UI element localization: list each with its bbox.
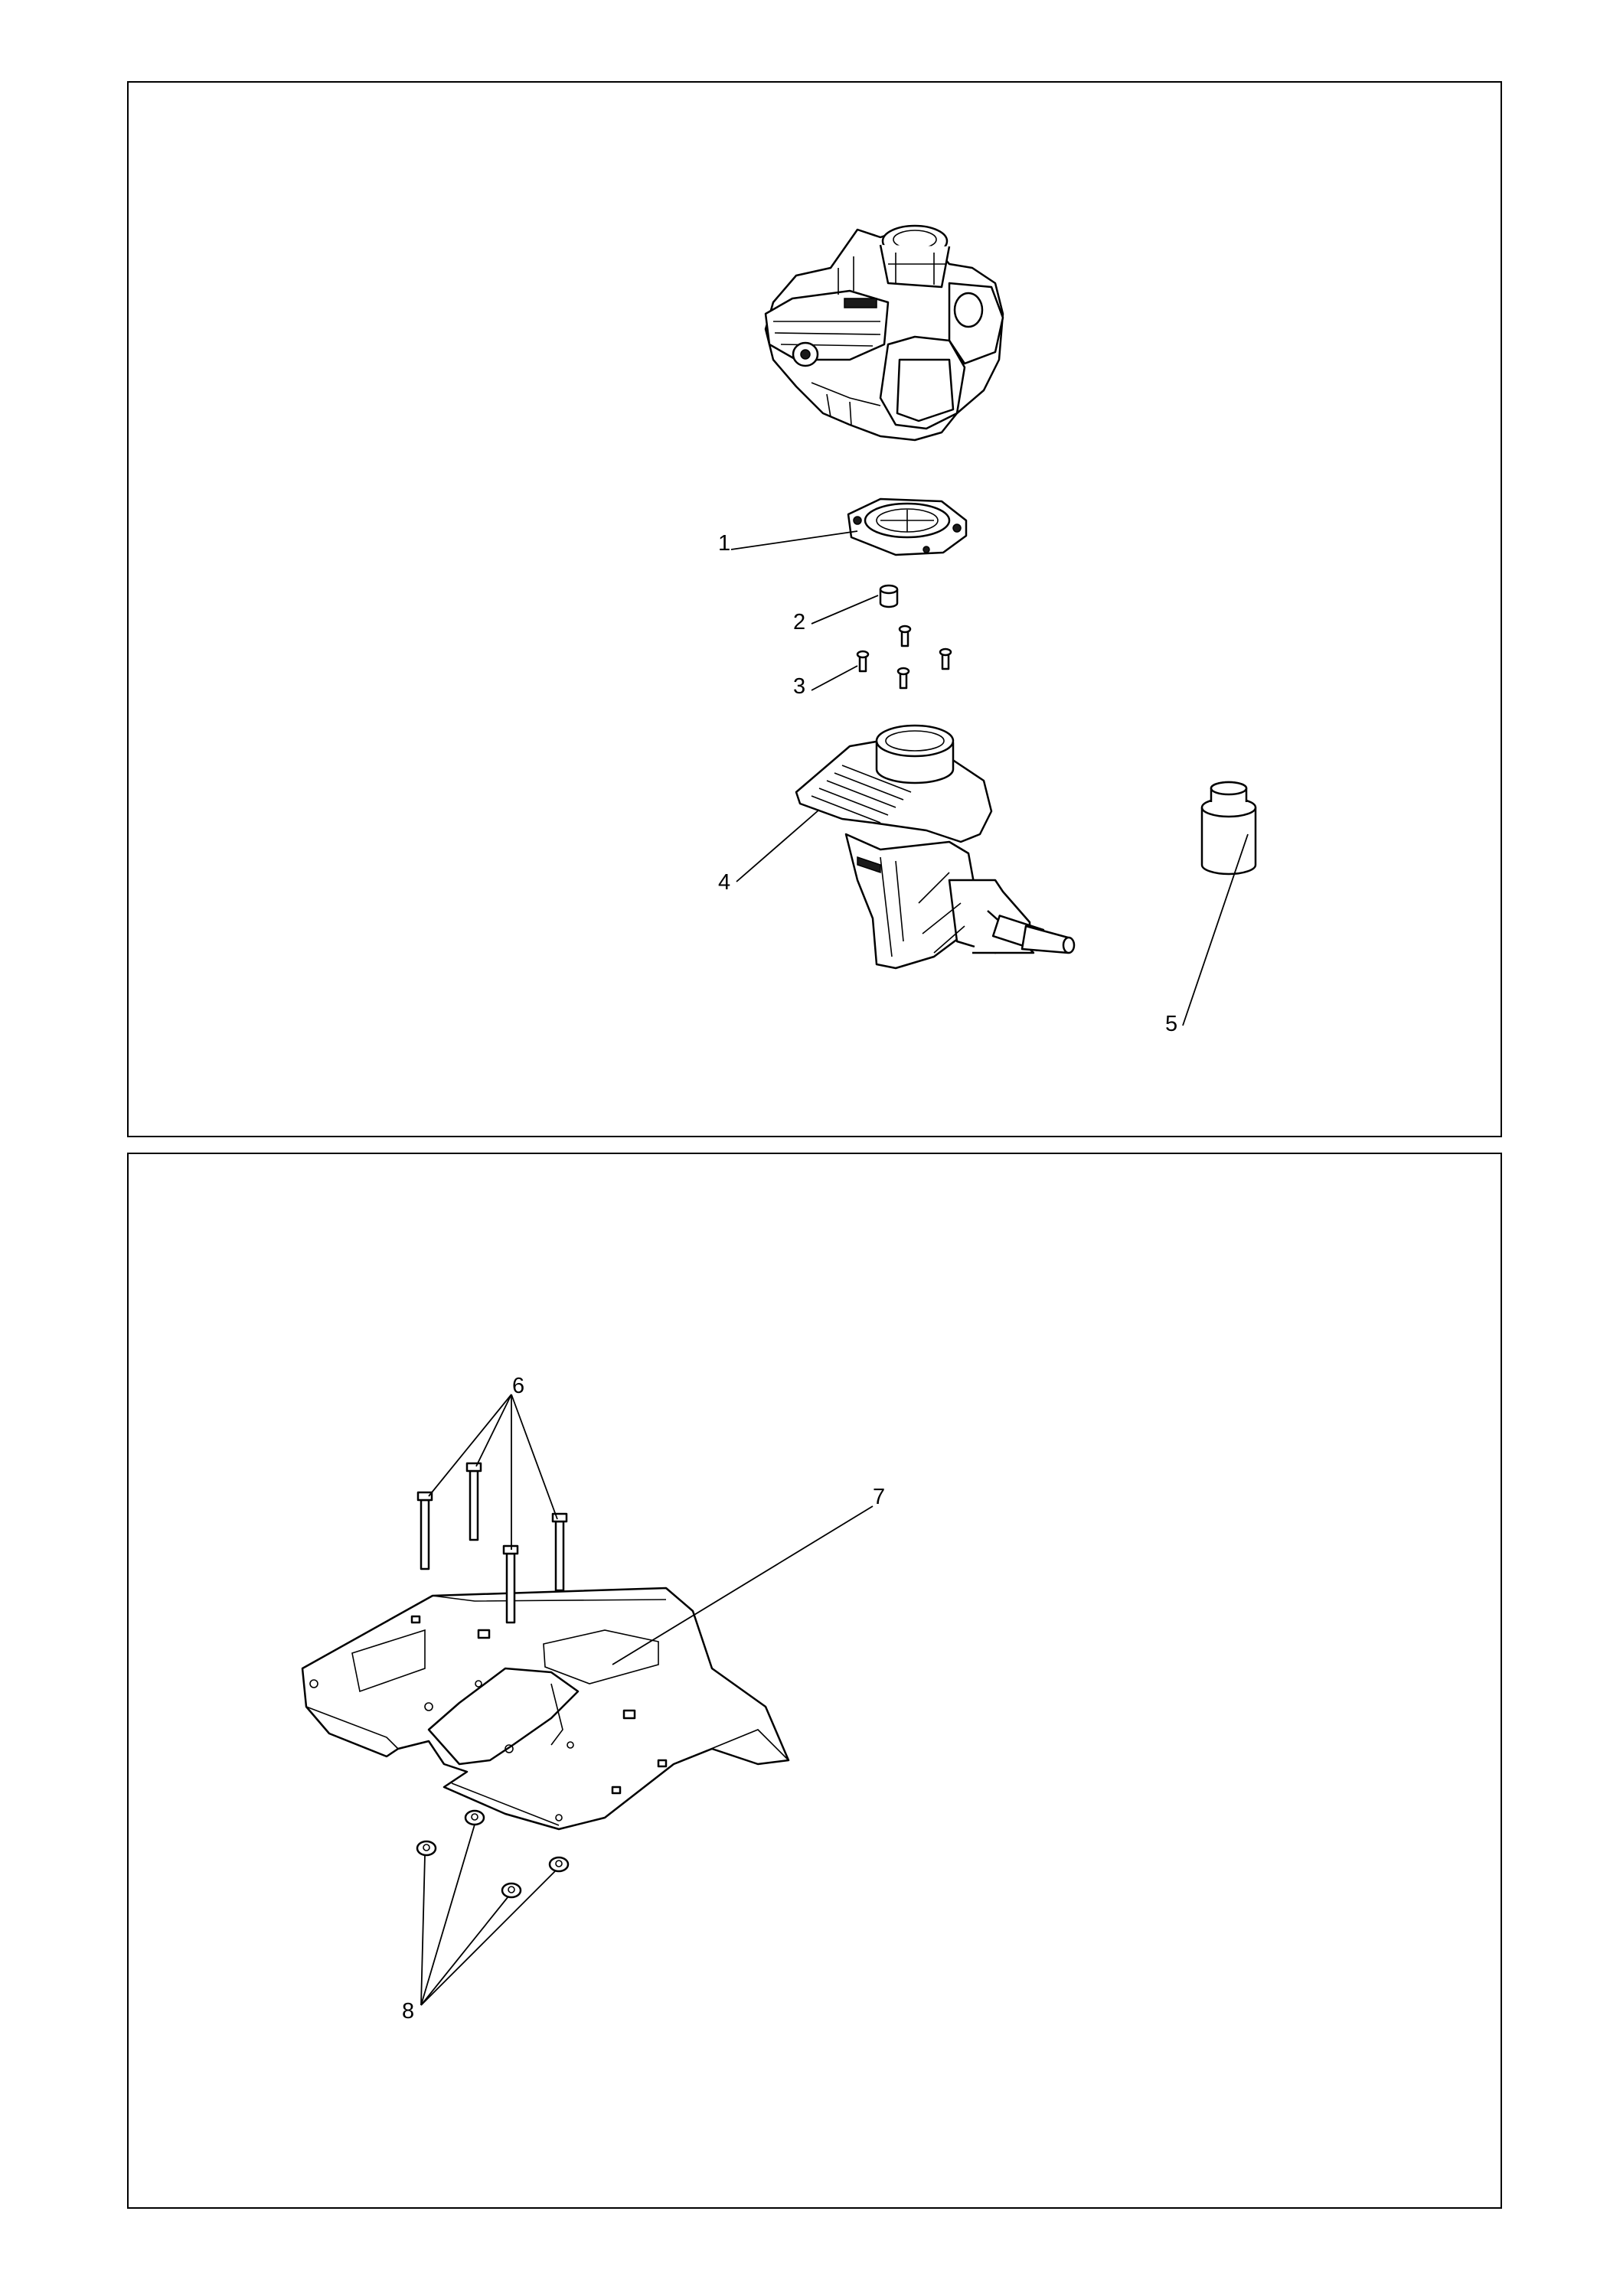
callout-3: 3 bbox=[793, 674, 805, 699]
callout-7: 7 bbox=[873, 1485, 885, 1509]
callout-5: 5 bbox=[1165, 1012, 1177, 1036]
part-6-bolts bbox=[416, 1462, 568, 1624]
top-panel bbox=[127, 81, 1502, 1137]
part-7-base-plate bbox=[301, 1587, 790, 1831]
part-1-flange bbox=[847, 497, 968, 556]
part-2-bushing bbox=[879, 584, 899, 608]
callout-8: 8 bbox=[402, 1999, 414, 2024]
part-8-nuts bbox=[416, 1809, 570, 1899]
part-4-gear-case bbox=[795, 724, 1076, 970]
part-5-grease-bottle bbox=[1200, 781, 1257, 876]
engine-assembly bbox=[764, 224, 1004, 442]
callout-4: 4 bbox=[718, 870, 730, 895]
callout-6: 6 bbox=[512, 1374, 524, 1398]
callout-2: 2 bbox=[793, 610, 805, 634]
callout-1: 1 bbox=[718, 531, 730, 556]
part-3-screws bbox=[856, 625, 952, 690]
